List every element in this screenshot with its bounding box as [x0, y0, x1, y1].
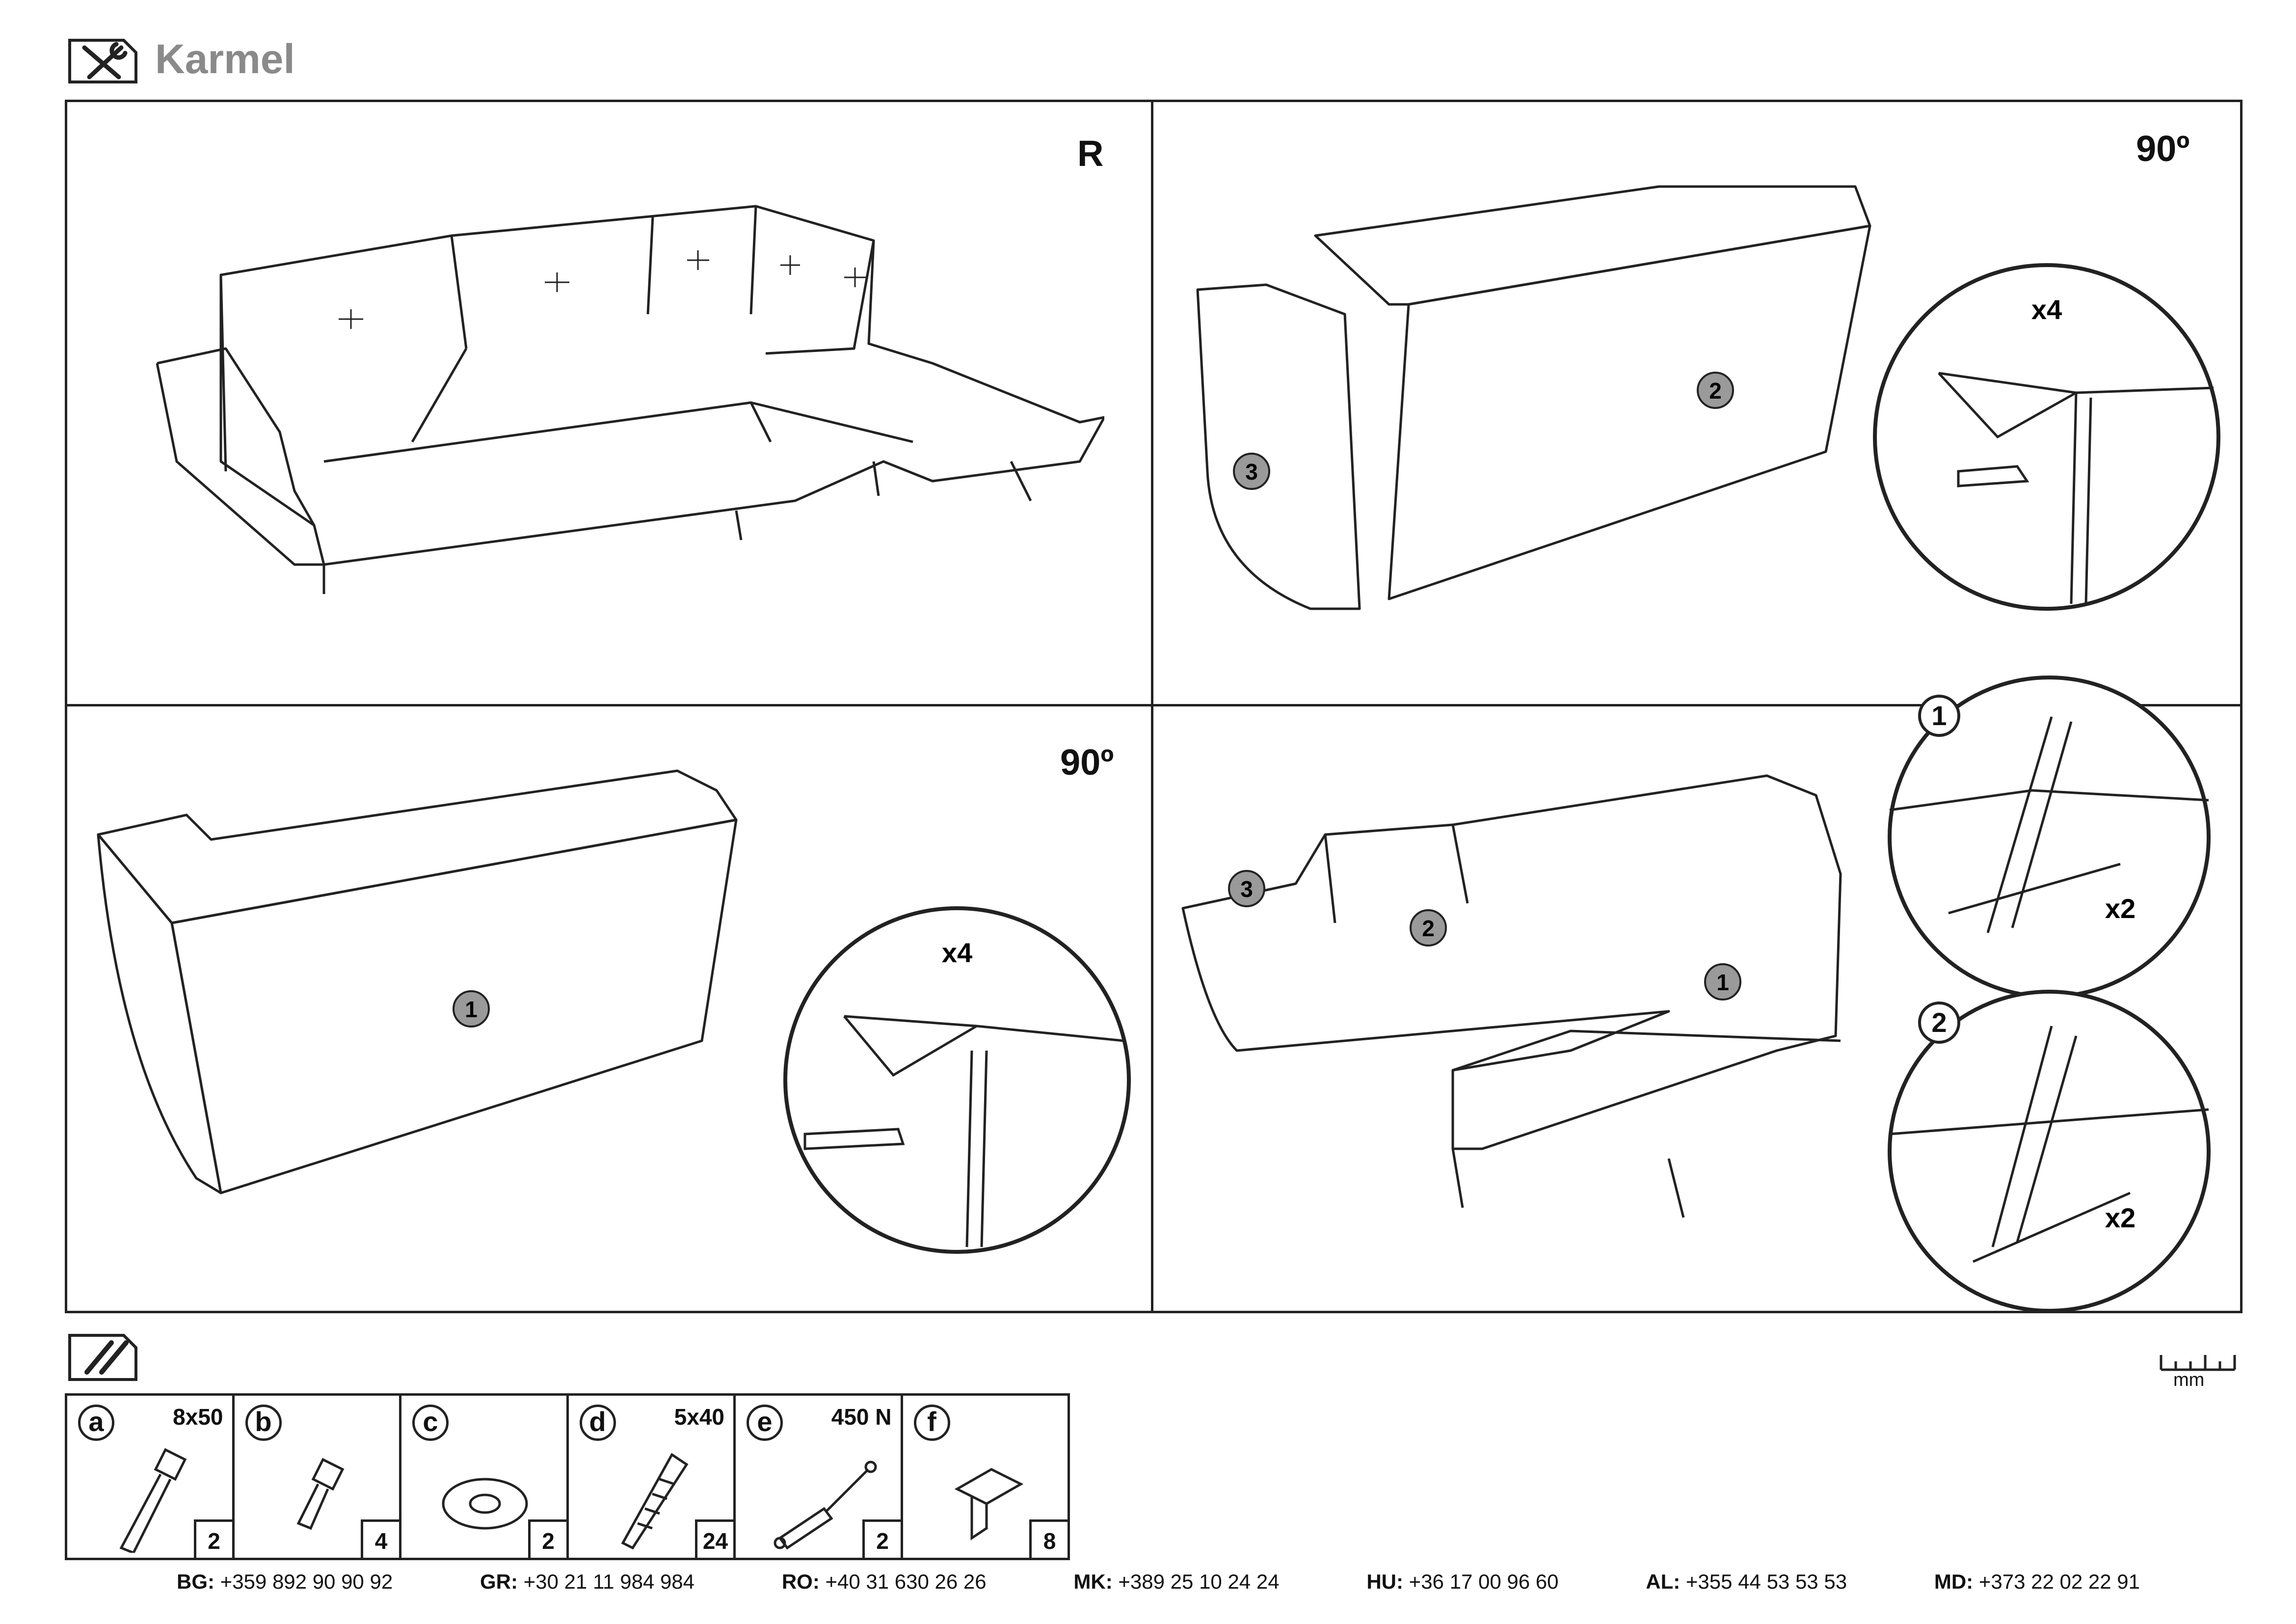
step-number-1: 1 — [1918, 695, 1960, 737]
tools-icon — [65, 30, 139, 87]
phone-entry: BG: +359 892 90 90 92 — [177, 1570, 393, 1593]
part-e: e 450 N 2 — [736, 1396, 903, 1558]
step2-count-label: x2 — [2105, 1202, 2136, 1233]
part-letter: c — [412, 1405, 449, 1441]
phone-entry: MD: +373 22 02 22 91 — [1934, 1570, 2140, 1593]
part-size: 8x50 — [173, 1404, 223, 1430]
rotation-label: 90º — [1060, 742, 1114, 783]
storage-sofa-illustration: 3 2 1 — [1181, 774, 1842, 1218]
ruler-unit: mm — [2173, 1370, 2205, 1390]
part-letter: f — [913, 1405, 950, 1441]
part-qty: 8 — [1029, 1519, 1068, 1558]
washer-icon — [442, 1478, 528, 1530]
orientation-label: R — [1077, 133, 1104, 174]
panel-number-1: 1 — [1716, 970, 1729, 995]
bracket-detail-circle: x4 — [1873, 263, 2220, 611]
assembled-sofa-illustration — [156, 205, 1104, 594]
part-a: a 8x50 2 — [67, 1396, 235, 1558]
step1-count-label: x2 — [2105, 893, 2136, 924]
bolt-icon — [119, 1448, 187, 1553]
back-frame-illustration: 1 — [97, 769, 738, 1194]
page-title: Karmel — [155, 36, 295, 82]
panel-number-2: 2 — [1422, 916, 1435, 941]
hardware-icon — [65, 1326, 143, 1387]
part-qty: 4 — [361, 1519, 399, 1558]
rotation-label: 90º — [2136, 128, 2190, 169]
phone-entry: GR: +30 21 11 984 984 — [480, 1570, 695, 1593]
step-number-2: 2 — [1918, 1001, 1960, 1044]
bracket-icon — [954, 1468, 1023, 1541]
part-b: b 4 — [235, 1396, 401, 1558]
ruler-icon — [2159, 1348, 2237, 1399]
part-letter: e — [747, 1405, 783, 1441]
panel-number-3: 3 — [1245, 459, 1258, 485]
part-qty: 2 — [862, 1519, 901, 1558]
phone-entry: HU: +36 17 00 96 60 — [1366, 1570, 1559, 1593]
divider — [1151, 100, 1153, 1313]
gas-lift-icon — [774, 1461, 877, 1550]
part-size: 5x40 — [674, 1404, 724, 1430]
gas-lift-detail-circle: x2 — [1888, 676, 2211, 999]
part-letter: d — [579, 1405, 616, 1441]
panel-number-1: 1 — [465, 997, 478, 1022]
panel-number-2: 2 — [1709, 378, 1722, 404]
contact-phones: BG: +359 892 90 90 92 GR: +30 21 11 984 … — [177, 1570, 2140, 1594]
part-qty: 2 — [193, 1519, 232, 1558]
panel-number-3: 3 — [1240, 876, 1253, 902]
phone-entry: MK: +389 25 10 24 24 — [1073, 1570, 1280, 1593]
instructions-frame — [65, 100, 2243, 1313]
part-qty: 24 — [695, 1519, 733, 1558]
phone-entry: RO: +40 31 630 26 26 — [781, 1570, 987, 1593]
screw-icon — [621, 1453, 688, 1550]
part-letter: b — [245, 1405, 282, 1441]
part-c: c 2 — [401, 1396, 569, 1558]
zoom-count-label: x4 — [942, 937, 972, 968]
parts-table: a 8x50 2 b 4 c 2 d 5x40 24 e 450 N — [65, 1393, 1070, 1560]
bracket-detail-circle: x4 — [783, 906, 1131, 1254]
part-d: d 5x40 24 — [569, 1396, 736, 1558]
phone-entry: AL: +355 44 53 53 53 — [1646, 1570, 1847, 1593]
short-bolt-icon — [296, 1458, 344, 1530]
part-qty: 2 — [528, 1519, 566, 1558]
part-size: 450 N — [831, 1404, 892, 1430]
gas-lift-detail-circle: x2 — [1888, 990, 2211, 1313]
divider — [65, 704, 2243, 706]
part-letter: a — [78, 1405, 114, 1441]
zoom-count-label: x4 — [2031, 294, 2062, 325]
part-f: f 8 — [903, 1396, 1068, 1558]
frame-assembly-illustration: 2 3 — [1196, 185, 1871, 610]
